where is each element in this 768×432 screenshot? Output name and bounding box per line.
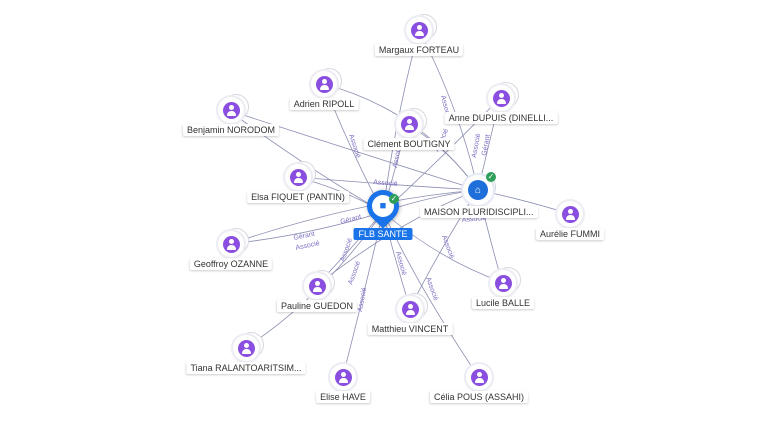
person-avatar[interactable] [285, 164, 311, 190]
person-avatar[interactable] [490, 270, 516, 296]
edge-label: Associé [394, 251, 407, 277]
person-icon [222, 235, 240, 253]
edge-label: Associé [295, 240, 321, 252]
person-label[interactable]: Geoffroy OZANNE [189, 258, 273, 270]
person-label[interactable]: Aurélie FUMMI [535, 228, 605, 240]
edge-label: Associé [347, 133, 361, 159]
person-label[interactable]: Lucile BALLE [471, 297, 535, 309]
edge-label: Gérant [340, 214, 363, 226]
person-label[interactable]: Margaux FORTEAU [374, 44, 464, 56]
person-icon [561, 205, 579, 223]
edge-ozanne-maison [229, 189, 479, 245]
person-label[interactable]: Célia POUS (ASSAHI) [429, 391, 529, 403]
person-label[interactable]: Elsa FIQUET (PANTIN) [247, 191, 349, 203]
edge-norodom-maison [227, 109, 479, 191]
person-icon [237, 339, 255, 357]
person-icon [289, 168, 307, 186]
building-icon: ⌂ [468, 180, 488, 200]
person-icon [494, 274, 512, 292]
person-label[interactable]: Clément BOUTIGNY [363, 138, 455, 150]
edge-label: Associé [462, 215, 487, 224]
person-avatar[interactable] [330, 364, 356, 390]
edge-label: Associé [424, 276, 439, 302]
person-icon [401, 300, 419, 318]
person-avatar[interactable] [304, 273, 330, 299]
person-icon [315, 75, 333, 93]
person-label[interactable]: Elise HAVE [316, 391, 370, 403]
person-avatar[interactable] [233, 335, 259, 361]
person-label[interactable]: Adrien RIPOLL [289, 98, 359, 110]
edge-label: Associé [373, 179, 398, 188]
person-label[interactable]: Tiana RALANTOARITSIM... [186, 362, 306, 374]
edge-label: Gérant [481, 134, 492, 156]
edge-label: Associé [471, 133, 482, 158]
edge-label: Associé [357, 287, 368, 312]
edge-balle-flb [382, 211, 503, 283]
person-label[interactable]: Benjamin NORODOM [182, 124, 280, 136]
person-label[interactable]: Pauline GUEDON [276, 300, 358, 312]
person-icon [492, 89, 510, 107]
verified-check-icon: ✓ [389, 194, 399, 204]
company-label[interactable]: MAISON PLURIDISCIPLI... [420, 206, 538, 218]
person-label[interactable]: Matthieu VINCENT [367, 323, 453, 335]
person-avatar[interactable] [218, 97, 244, 123]
person-label[interactable]: Anne DUPUIS (DINELLI... [444, 112, 558, 124]
edge-label: Associé [440, 234, 455, 260]
edge-label: Associé [347, 260, 362, 286]
edge-fiquet-maison [296, 176, 479, 191]
edge-label: Gérant [293, 231, 315, 242]
person-icon [308, 277, 326, 295]
person-avatar[interactable] [557, 201, 583, 227]
person-icon [222, 101, 240, 119]
person-icon [470, 368, 488, 386]
person-avatar[interactable] [488, 85, 514, 111]
person-avatar[interactable] [396, 111, 422, 137]
company-avatar[interactable]: ⌂ ✓ [463, 172, 496, 205]
person-icon [400, 115, 418, 133]
edge-label: Associé [392, 143, 403, 168]
verified-check-icon: ✓ [486, 172, 496, 182]
person-icon [410, 21, 428, 39]
person-avatar[interactable] [397, 296, 423, 322]
person-avatar[interactable] [406, 17, 432, 43]
main-company-label[interactable]: FLB SANTE [353, 228, 413, 240]
person-icon [334, 368, 352, 386]
person-avatar[interactable] [466, 364, 492, 390]
person-avatar[interactable] [311, 71, 337, 97]
person-avatar[interactable] [218, 231, 244, 257]
